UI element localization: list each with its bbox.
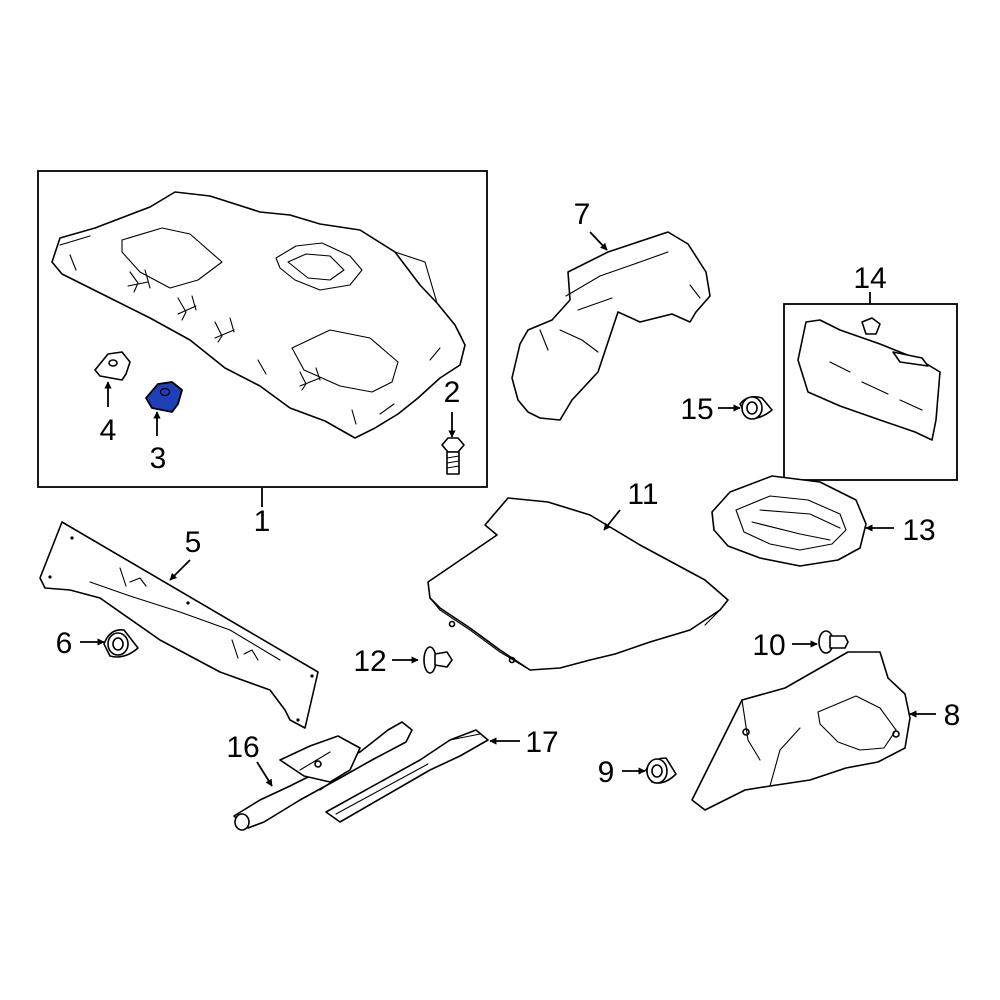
callout-3: 3 — [150, 442, 167, 475]
callout-17: 17 — [525, 726, 558, 759]
grommet-15[interactable] — [739, 396, 773, 420]
highlighted-bracket[interactable] — [145, 381, 183, 413]
callout-8: 8 — [944, 699, 961, 732]
side-trim-7[interactable] — [511, 231, 711, 421]
callout-10: 10 — [752, 629, 785, 662]
lower-back-panel-trim[interactable] — [39, 521, 319, 729]
grommet-9[interactable] — [645, 757, 677, 784]
fastener-10[interactable] — [818, 630, 849, 654]
trunk-floor-mat[interactable] — [427, 497, 729, 671]
callout-2: 2 — [444, 376, 461, 409]
clip-bracket[interactable] — [94, 351, 131, 381]
assembly-1-frame — [37, 170, 488, 488]
callout-labels: 1 2 3 4 5 6 7 8 9 10 11 12 13 14 15 16 1… — [56, 198, 961, 789]
callout-14: 14 — [853, 262, 886, 295]
callout-11: 11 — [627, 478, 658, 511]
push-pin-12[interactable] — [423, 646, 453, 674]
callout-1: 1 — [254, 505, 271, 538]
panel-assembly-14[interactable] — [797, 317, 941, 441]
callout-15: 15 — [680, 393, 713, 426]
callout-12: 12 — [353, 645, 386, 678]
grommet-6[interactable] — [103, 628, 139, 658]
callout-16: 16 — [226, 731, 259, 764]
spare-tire-cover[interactable] — [711, 475, 867, 567]
package-tray-trim[interactable] — [51, 191, 466, 439]
callout-6: 6 — [56, 627, 73, 660]
jack-16[interactable] — [233, 721, 413, 831]
jack-handle-17[interactable] — [325, 729, 489, 823]
bolt[interactable] — [441, 437, 465, 475]
callout-9: 9 — [598, 756, 615, 789]
callout-5: 5 — [185, 526, 202, 559]
leader-lines — [80, 231, 936, 787]
callout-13: 13 — [902, 514, 935, 547]
callout-4: 4 — [100, 414, 117, 447]
callout-7: 7 — [574, 198, 591, 231]
side-trim-8[interactable] — [691, 651, 911, 811]
